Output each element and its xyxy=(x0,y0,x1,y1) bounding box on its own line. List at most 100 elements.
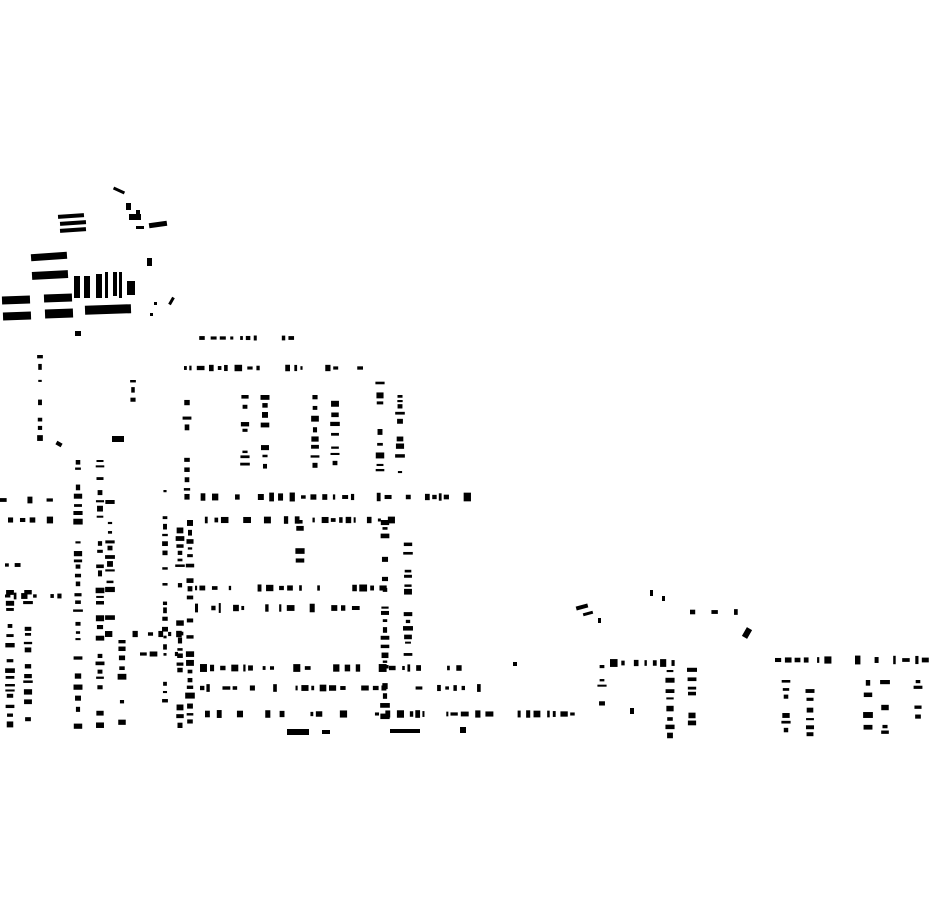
building-footprint xyxy=(5,642,15,648)
building-footprint xyxy=(570,712,575,716)
building-footprint xyxy=(863,692,873,698)
building-footprint xyxy=(312,395,318,400)
building-footprint xyxy=(38,379,42,382)
building-footprint xyxy=(187,520,193,526)
building-footprint xyxy=(75,541,81,544)
building-footprint xyxy=(805,725,815,730)
building-footprint xyxy=(43,293,73,303)
building-footprint xyxy=(162,550,168,556)
building-footprint xyxy=(154,302,157,305)
building-footprint xyxy=(915,680,921,684)
building-footprint xyxy=(5,594,11,598)
building-footprint xyxy=(432,494,437,500)
building-footprint xyxy=(310,711,314,717)
building-footprint xyxy=(0,498,7,502)
building-footprint xyxy=(533,710,541,718)
building-footprint xyxy=(353,517,356,523)
building-footprint xyxy=(874,657,879,663)
building-footprint xyxy=(158,630,164,638)
building-footprint xyxy=(149,651,158,657)
building-footprint xyxy=(310,455,320,458)
building-footprint xyxy=(260,395,270,400)
building-footprint xyxy=(450,712,458,716)
building-footprint xyxy=(6,721,14,728)
building-footprint xyxy=(97,685,103,690)
building-footprint xyxy=(222,686,231,690)
building-footprint xyxy=(24,673,32,679)
building-footprint xyxy=(73,723,83,729)
building-footprint xyxy=(186,713,194,716)
building-footprint xyxy=(377,518,381,522)
building-footprint xyxy=(211,586,218,590)
building-footprint xyxy=(118,655,126,661)
building-footprint xyxy=(1,295,31,305)
building-footprint xyxy=(913,685,923,689)
building-footprint xyxy=(75,564,81,569)
building-footprint xyxy=(372,685,379,691)
building-footprint xyxy=(322,730,330,734)
building-footprint xyxy=(119,700,125,704)
building-footprint xyxy=(315,711,323,717)
central-grid-district xyxy=(175,335,575,735)
building-footprint xyxy=(407,664,411,672)
building-footprint xyxy=(687,720,697,726)
building-footprint xyxy=(242,450,248,454)
building-footprint xyxy=(351,605,360,611)
building-footprint xyxy=(73,684,83,690)
building-footprint xyxy=(105,569,115,572)
building-footprint xyxy=(921,657,929,663)
building-footprint xyxy=(380,644,390,649)
building-footprint xyxy=(75,600,81,604)
building-footprint xyxy=(687,677,697,682)
building-footprint xyxy=(189,365,192,371)
building-footprint xyxy=(374,712,380,716)
building-footprint xyxy=(281,335,286,341)
building-footprint xyxy=(915,655,919,665)
building-footprint xyxy=(278,493,284,501)
building-footprint xyxy=(671,660,675,666)
building-footprint xyxy=(598,618,601,623)
building-footprint xyxy=(262,454,268,458)
building-footprint xyxy=(234,364,243,372)
building-footprint xyxy=(666,697,674,700)
building-footprint xyxy=(460,711,469,717)
building-footprint xyxy=(333,664,340,672)
building-footprint xyxy=(97,541,103,546)
building-footprint xyxy=(38,363,42,370)
building-footprint xyxy=(177,653,183,658)
building-footprint xyxy=(25,717,31,722)
building-footprint xyxy=(390,729,420,733)
building-footprint xyxy=(339,710,348,718)
building-footprint xyxy=(2,311,32,321)
building-footprint xyxy=(6,659,14,663)
building-footprint xyxy=(187,547,193,550)
building-footprint xyxy=(880,680,890,685)
building-footprint xyxy=(5,684,15,687)
building-footprint xyxy=(405,641,411,644)
building-footprint xyxy=(311,436,319,442)
building-footprint xyxy=(176,620,184,626)
building-footprint xyxy=(163,490,167,493)
building-footprint xyxy=(212,493,219,501)
building-footprint xyxy=(381,652,389,659)
building-footprint xyxy=(806,697,814,701)
building-footprint xyxy=(266,584,274,592)
building-footprint xyxy=(552,711,556,717)
building-footprint xyxy=(235,494,240,500)
building-footprint xyxy=(409,711,414,717)
building-footprint xyxy=(330,452,340,456)
building-footprint xyxy=(73,510,83,516)
building-footprint xyxy=(397,418,403,424)
building-footprint xyxy=(382,619,388,623)
building-footprint xyxy=(24,633,32,636)
building-footprint xyxy=(147,258,152,266)
building-footprint xyxy=(195,603,199,613)
building-footprint xyxy=(57,213,85,219)
building-footprint xyxy=(205,710,210,718)
building-footprint xyxy=(19,517,26,523)
building-footprint xyxy=(665,677,675,683)
building-footprint xyxy=(162,567,168,570)
building-footprint xyxy=(240,455,250,459)
building-footprint xyxy=(162,601,168,606)
building-footprint xyxy=(381,606,389,609)
